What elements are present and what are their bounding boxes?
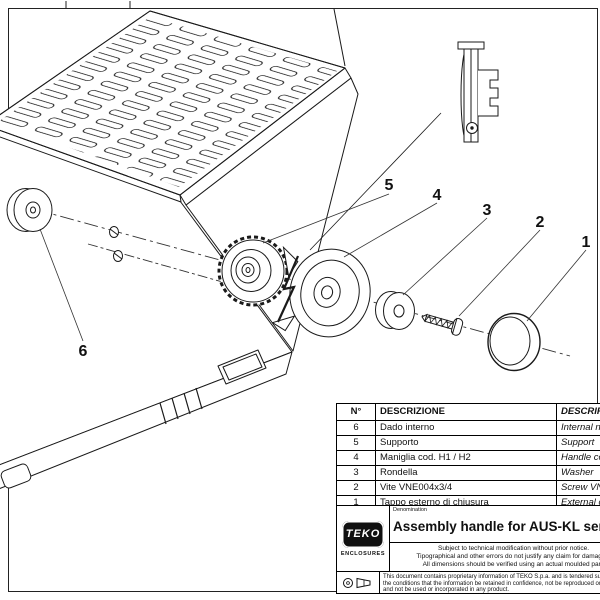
cell-descrizione: Maniglia cod. H1 / H2: [375, 451, 556, 465]
logo-cell: TEKO ENCLOSURES: [337, 506, 390, 571]
disclaimer-line: Subject to technical modification withou…: [437, 545, 590, 552]
support-part: [217, 235, 289, 307]
projection-symbol-icon: [343, 577, 371, 589]
callout-4: 4: [433, 187, 442, 204]
table-row: 5 Supporto Support: [337, 435, 600, 450]
disclaimer-line: Tipographical and other errors do not ju…: [416, 553, 600, 560]
cell-num: 1: [353, 497, 359, 508]
drawing-title: Assembly handle for AUS-KL series: [393, 519, 600, 534]
cell-num: 4: [353, 452, 359, 463]
table-row: 3 Rondella Washer: [337, 465, 600, 480]
cell-num: 3: [353, 467, 359, 478]
teko-logo: TEKO: [342, 520, 384, 548]
cell-num: 6: [353, 422, 359, 433]
washer-part: [375, 291, 415, 330]
lid-corner-line: [333, 8, 346, 67]
grip-lines: [159, 387, 203, 425]
cell-num: 2: [353, 482, 359, 493]
disclaimer-line: All dimensions should be verified using …: [422, 561, 600, 568]
title-block-bottom-row: This document contains proprietary infor…: [337, 571, 600, 594]
callout-3: 3: [483, 202, 492, 219]
cell-descrizione: Rondella: [375, 466, 556, 480]
cell-descrizione: Dado interno: [375, 421, 556, 435]
table-row: 2 Vite VNE004x3/4 Screw VNE004x3/4: [337, 480, 600, 495]
callout-1: 1: [582, 234, 591, 251]
table-row: 1 Tappo esterno di chiusura External clo…: [337, 495, 600, 510]
proprietary-line: This document contains proprietary infor…: [383, 574, 600, 580]
fixing-pins: [109, 226, 123, 262]
title-block-main: Denomination Assembly handle for AUS-KL …: [390, 506, 600, 571]
detail-leader-line: [309, 112, 442, 251]
cell-descrizione: Supporto: [375, 436, 556, 450]
internal-nut-part: [6, 188, 53, 232]
disclaimer-text: Subject to technical modification withou…: [390, 545, 600, 569]
col-header-num: N°: [350, 406, 362, 417]
proprietary-line: the conditions that the information be r…: [383, 580, 600, 587]
cell-description: Support: [556, 436, 600, 450]
cell-description: External closing cap: [556, 496, 600, 510]
table-row: 4 Maniglia cod. H1 / H2 Handle cod. H1 /…: [337, 450, 600, 465]
title-block: TEKO ENCLOSURES Denomination Assembly ha…: [336, 505, 600, 594]
callout-5: 5: [385, 177, 394, 194]
table-row: 6 Dado interno Internal nut: [337, 420, 600, 435]
callout-6: 6: [79, 343, 88, 360]
section-zigzag: [276, 255, 300, 323]
cell-num: 5: [353, 437, 359, 448]
teko-logo-subtext: ENCLOSURES: [340, 550, 386, 557]
col-header-description: DESCRIPTION: [556, 404, 600, 420]
proprietary-line: and not be used or incorporated in any p…: [383, 587, 510, 593]
enclosure-bottom-strip: [0, 351, 293, 489]
callout-leaders: [39, 193, 587, 342]
cell-description: Washer: [556, 466, 600, 480]
detail-view: [309, 41, 499, 251]
enclosure-foot: [0, 463, 32, 489]
denomination-label: Denomination: [393, 507, 427, 513]
projection-symbol-cell: [337, 572, 380, 594]
handle-part: [271, 245, 371, 338]
proprietary-text: This document contains proprietary infor…: [383, 574, 600, 594]
cell-description: Internal nut: [556, 421, 600, 435]
cap-part: [487, 312, 541, 372]
parts-table-header: N° DESCRIZIONE DESCRIPTION: [337, 404, 600, 420]
cell-descrizione: Tappo esterno di chiusura: [375, 496, 556, 510]
col-header-descrizione: DESCRIZIONE: [375, 404, 556, 420]
connector-recess: [217, 349, 267, 385]
callout-2: 2: [536, 214, 545, 231]
cell-description: Handle cod. H1 / H2: [556, 451, 600, 465]
divider: [390, 542, 600, 543]
cell-description: Screw VNE004x3/4: [556, 481, 600, 495]
screw-part: [421, 313, 464, 336]
cell-descrizione: Vite VNE004x3/4: [375, 481, 556, 495]
parts-table: N° DESCRIZIONE DESCRIPTION 6 Dado intern…: [336, 403, 600, 511]
